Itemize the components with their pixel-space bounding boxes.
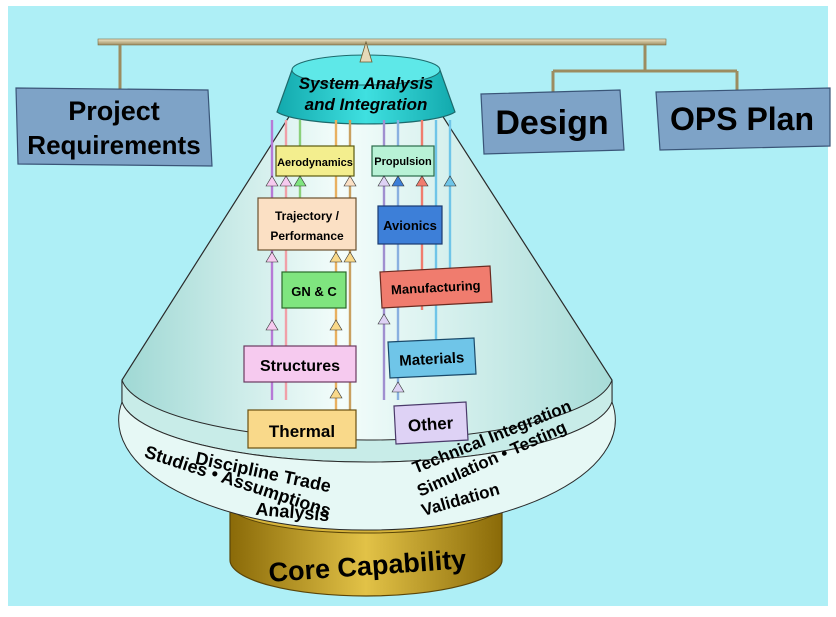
other-label: Other: [407, 413, 454, 435]
project-requirements-line2: Requirements: [27, 130, 200, 160]
structures-label: Structures: [260, 358, 340, 375]
materials-box: Materials: [387, 337, 477, 379]
avionics-label: Avionics: [383, 218, 437, 233]
gnc-box: GN & C: [281, 271, 347, 309]
flow-arrowheads: [265, 175, 457, 399]
system-analysis-line2: and Integration: [305, 95, 428, 114]
ops-plan-box: OPS Plan: [655, 87, 831, 151]
system-analysis-line1: System Analysis: [299, 74, 434, 93]
aerodynamics-label: Aerodynamics: [277, 157, 353, 169]
design-label: Design: [495, 104, 608, 142]
cone-underside: [118, 400, 616, 531]
ops-plan-label: OPS Plan: [670, 101, 814, 137]
aerodynamics-box: Aerodynamics: [275, 145, 355, 177]
trajectory-line1: Trajectory /: [275, 209, 340, 223]
trajectory-performance-box: Trajectory / Performance: [257, 197, 357, 251]
thermal-label: Thermal: [269, 422, 335, 441]
trajectory-line2: Performance: [270, 229, 344, 243]
manufacturing-label: Manufacturing: [391, 278, 481, 298]
project-requirements-line1: Project: [68, 96, 160, 126]
propulsion-label: Propulsion: [374, 156, 432, 168]
manufacturing-box: Manufacturing: [379, 265, 493, 309]
gnc-label: GN & C: [291, 284, 337, 299]
connector-rail: [97, 38, 667, 46]
materials-label: Materials: [399, 349, 465, 369]
other-box: Other: [393, 401, 469, 445]
avionics-box: Avionics: [377, 205, 443, 245]
structures-box: Structures: [243, 345, 357, 383]
project-requirements-box: Project Requirements: [15, 87, 213, 167]
thermal-box: Thermal: [247, 409, 357, 449]
design-box: Design: [480, 89, 625, 155]
system-analysis-band: System Analysis and Integration: [276, 40, 456, 125]
propulsion-box: Propulsion: [371, 145, 435, 177]
